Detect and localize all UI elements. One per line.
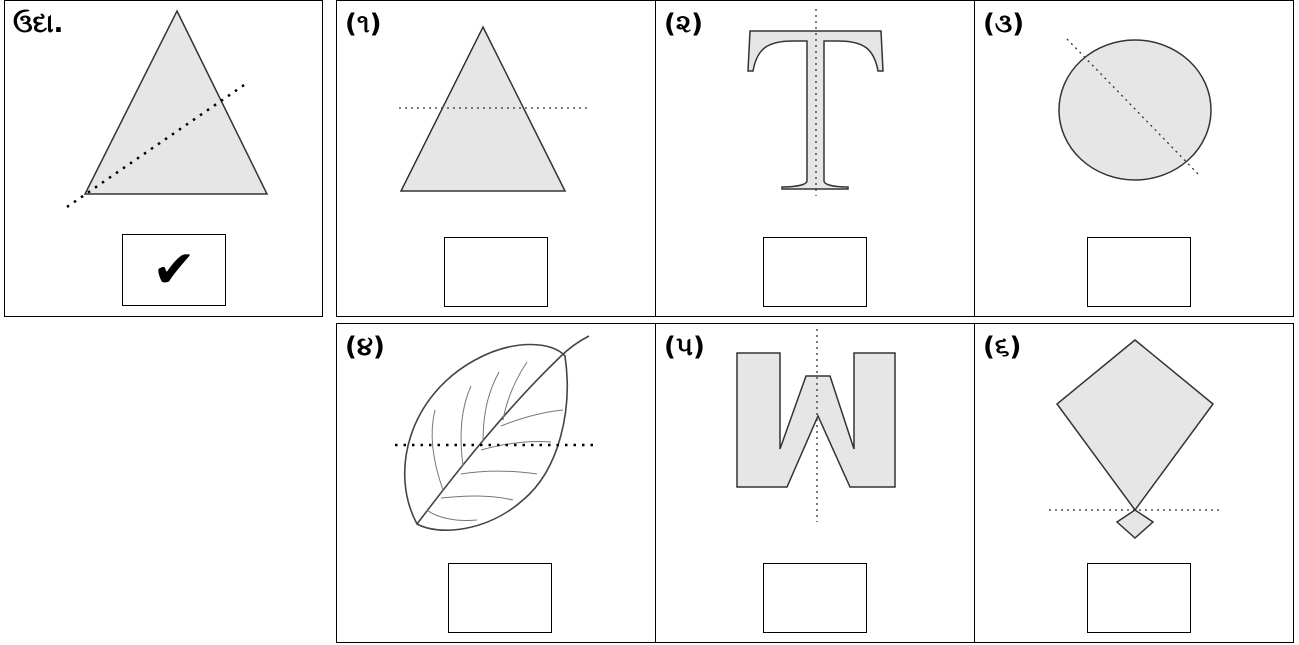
item-cell-2: (૨): [655, 0, 975, 317]
example-answer-box: ✔: [122, 234, 226, 306]
answer-box-3[interactable]: [1087, 237, 1191, 307]
answer-box-4[interactable]: [448, 563, 552, 633]
answer-box-2[interactable]: [763, 237, 867, 307]
answer-box-6[interactable]: [1087, 563, 1191, 633]
answer-box-5[interactable]: [763, 563, 867, 633]
item-cell-1: (૧): [336, 0, 656, 317]
item-cell-6: (૬): [974, 323, 1294, 643]
item-cell-4: (૪): [336, 323, 656, 643]
answer-box-1[interactable]: [444, 237, 548, 307]
example-cell: ઉદા. ✔: [4, 0, 323, 317]
checkmark-icon: ✔: [152, 244, 196, 296]
item-cell-5: (૫): [655, 323, 975, 643]
item-cell-3: (૩): [974, 0, 1294, 317]
